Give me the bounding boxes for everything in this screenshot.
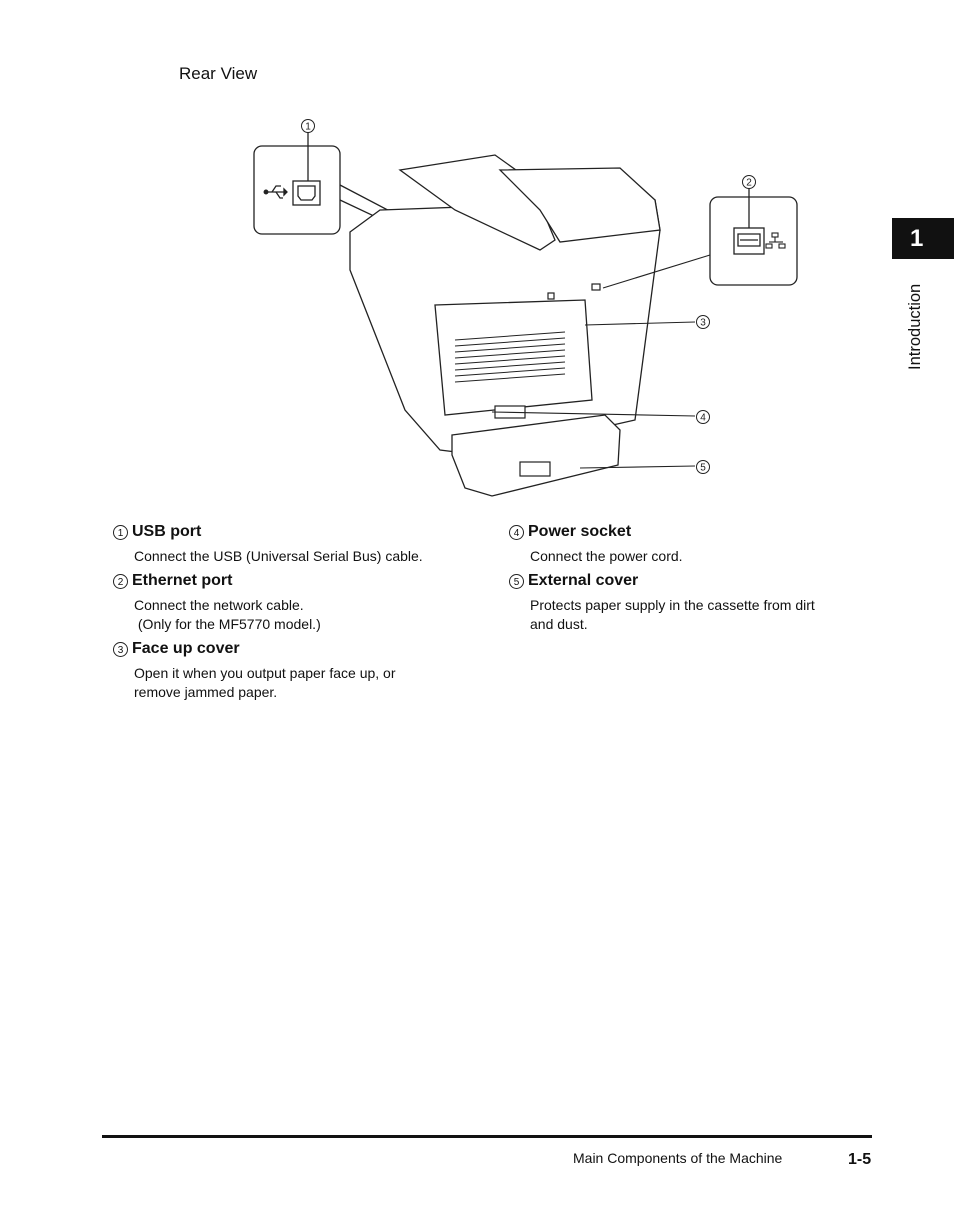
item-description: Connect the USB (Universal Serial Bus) c… bbox=[134, 548, 423, 564]
item-number: 3 bbox=[113, 641, 128, 657]
svg-text:4: 4 bbox=[700, 413, 706, 424]
item-number: 5 bbox=[509, 573, 524, 589]
network-icon bbox=[765, 232, 786, 249]
chapter-label: Introduction bbox=[906, 283, 924, 370]
svg-text:5: 5 bbox=[700, 463, 706, 474]
item-description: Open it when you output paper face up, o… bbox=[134, 665, 396, 700]
usb-icon bbox=[263, 185, 288, 199]
cassette-handle bbox=[519, 461, 551, 477]
page-number: 1-5 bbox=[848, 1151, 872, 1168]
ethernet-inset-illustration: 2 bbox=[709, 175, 798, 286]
svg-text:1: 1 bbox=[305, 122, 311, 133]
item-description: Connect the power cord. bbox=[530, 548, 683, 564]
item-number: 4 bbox=[509, 524, 524, 540]
usb-port-icon bbox=[292, 180, 321, 206]
item-label: USB port bbox=[132, 523, 202, 540]
usb-inset-box bbox=[253, 145, 341, 235]
item-label: Power socket bbox=[528, 523, 632, 540]
callout-4: 4 bbox=[696, 410, 710, 424]
face-up-cover bbox=[434, 299, 593, 416]
callout-3: 3 bbox=[696, 315, 710, 329]
cassette bbox=[451, 414, 621, 497]
item-label: Face up cover bbox=[132, 640, 240, 657]
adf-unit bbox=[498, 167, 661, 243]
item-label: Ethernet port bbox=[132, 572, 233, 589]
callout-2: 2 bbox=[742, 175, 756, 189]
ethernet-port-on-machine bbox=[591, 283, 601, 291]
item-number: 1 bbox=[113, 524, 128, 540]
footer-section-name: Main Components of the Machine bbox=[573, 1150, 783, 1166]
item-number: 2 bbox=[113, 573, 128, 589]
callout-1: 1 bbox=[301, 119, 315, 133]
printer-rear-view-illustration: 1 3 4 5 bbox=[253, 119, 711, 497]
svg-text:2: 2 bbox=[746, 178, 752, 189]
chapter-tab: 1 bbox=[892, 218, 954, 259]
callout-5: 5 bbox=[696, 460, 710, 474]
face-up-cover-vents bbox=[454, 331, 566, 383]
svg-text:3: 3 bbox=[700, 318, 706, 329]
footer-rule bbox=[102, 1135, 872, 1138]
item-description: Protects paper supply in the cassette fr… bbox=[530, 597, 815, 632]
usb-port-on-machine bbox=[547, 292, 555, 300]
item-description: Connect the network cable. (Only for the… bbox=[134, 597, 321, 632]
item-label: External cover bbox=[528, 572, 639, 589]
section-title: Rear View bbox=[179, 64, 258, 83]
